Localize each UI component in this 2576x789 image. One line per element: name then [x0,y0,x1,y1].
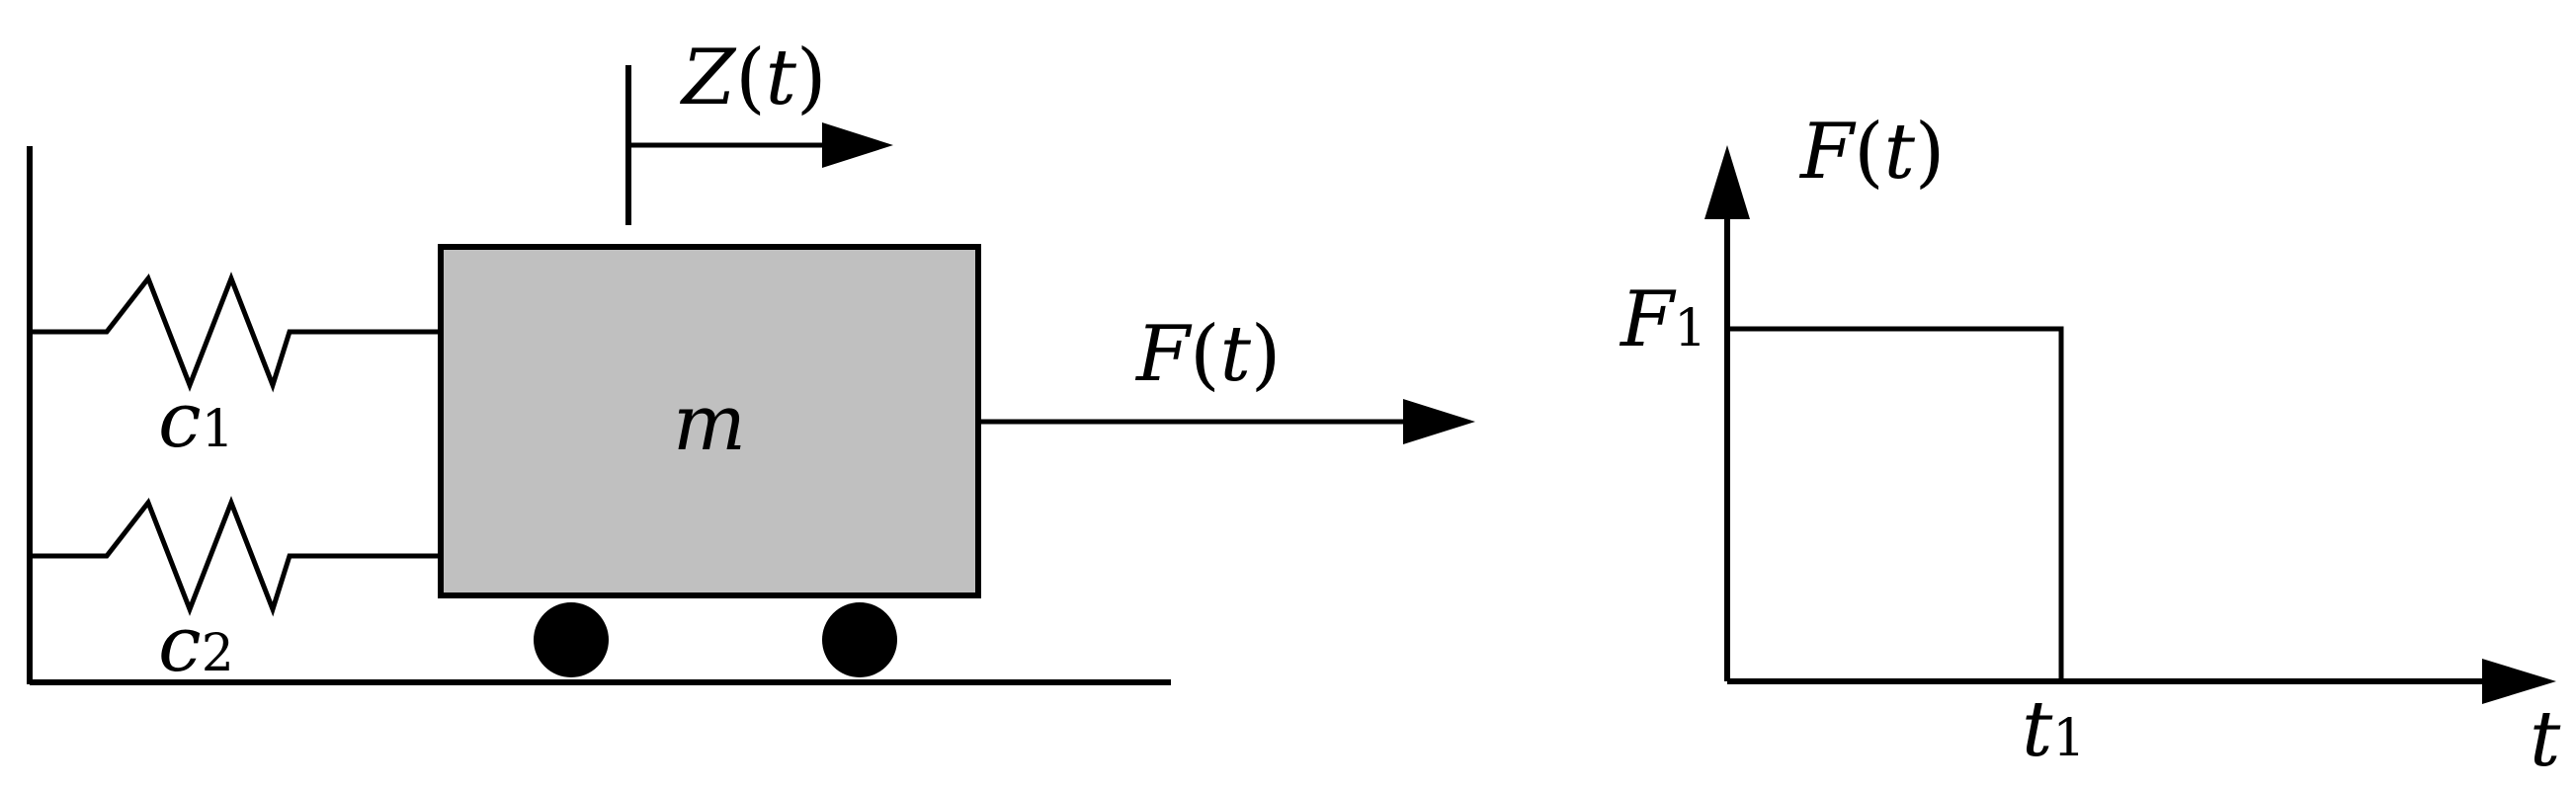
force-label: F(t) [1134,310,1281,399]
force-label-name: F [1134,310,1193,399]
amplitude-symbol: F [1619,276,1677,364]
spring-c1-subscript: 1 [202,400,234,459]
y-axis-label-name: F [1798,108,1857,197]
displacement-label: Z(t) [679,34,826,122]
x-axis-arrow [2482,659,2556,704]
y-axis-label-var: t [1884,108,1916,197]
force-label-open: ( [1190,310,1219,399]
y-axis-arrow [1704,145,1750,219]
y-axis-label: F(t) [1798,108,1945,197]
displacement-label-close: ) [796,34,826,122]
spring-c2-symbol: c [158,600,202,689]
duration-symbol: t [2022,685,2053,774]
mass-block [438,244,981,598]
displacement-arrow-head [822,122,893,168]
force-arrow-head [1403,399,1475,444]
duration-label: t1 [2022,685,2085,774]
pulse-curve [1727,326,2064,681]
pulse-plot: F(t) F1 t1 t [1619,108,2561,784]
wheel-left [534,602,609,677]
amplitude-subscript: 1 [1674,299,1706,358]
spring-c2-label: c2 [158,600,234,689]
spring-c2 [30,496,439,617]
force-label-close: ) [1251,310,1281,399]
x-axis-label: t [2530,695,2561,784]
spring-c1 [30,272,439,393]
mechanical-system: c1 c2 m Z(t) F(t) [27,34,1475,689]
spring-c1-symbol: c [158,376,202,465]
wheel-right [822,602,897,677]
duration-subscript: 1 [2052,709,2085,768]
displacement-label-name: Z [679,34,737,122]
mass-label: m [673,379,746,468]
spring-c1-label: c1 [158,376,234,465]
amplitude-label: F1 [1619,276,1706,364]
displacement-label-var: t [766,34,797,122]
force-label-var: t [1220,310,1252,399]
spring-c2-subscript: 2 [202,624,234,683]
y-axis-label-open: ( [1854,108,1883,197]
displacement-label-open: ( [735,34,765,122]
y-axis-label-close: ) [1915,108,1945,197]
